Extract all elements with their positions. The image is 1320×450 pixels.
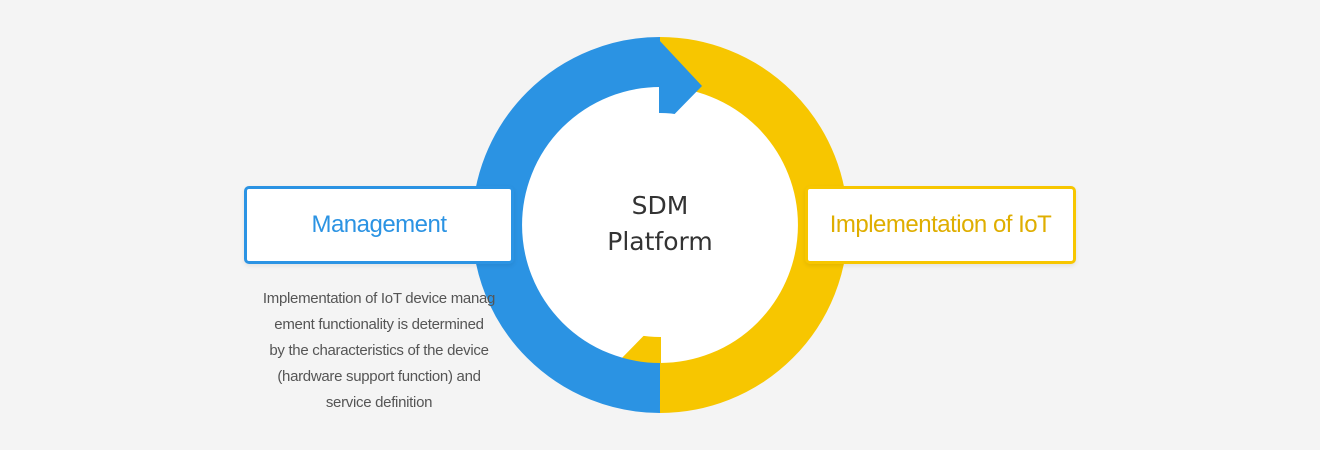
- description-line: (hardware support function) and: [277, 368, 481, 385]
- center-title-line2: Platform: [607, 227, 713, 256]
- description-line: Implementation of IoT device manag: [262, 290, 496, 307]
- center-title-line1: SDM: [631, 191, 689, 220]
- center-title: SDM Platform: [560, 188, 760, 260]
- implementation-label: Implementation of IoT: [829, 211, 1052, 238]
- implementation-box: Implementation of IoT: [805, 186, 1076, 264]
- description-line: by the characteristics of the device: [269, 342, 489, 359]
- center-circle: [548, 113, 772, 337]
- management-description: Implementation of IoT device manag ement…: [244, 286, 514, 416]
- description-line: ement functionality is determined: [274, 316, 484, 333]
- description-line: service definition: [325, 394, 433, 411]
- blue-arrowhead-icon: [659, 40, 702, 130]
- management-label: Management: [311, 211, 447, 238]
- management-box: Management: [244, 186, 514, 264]
